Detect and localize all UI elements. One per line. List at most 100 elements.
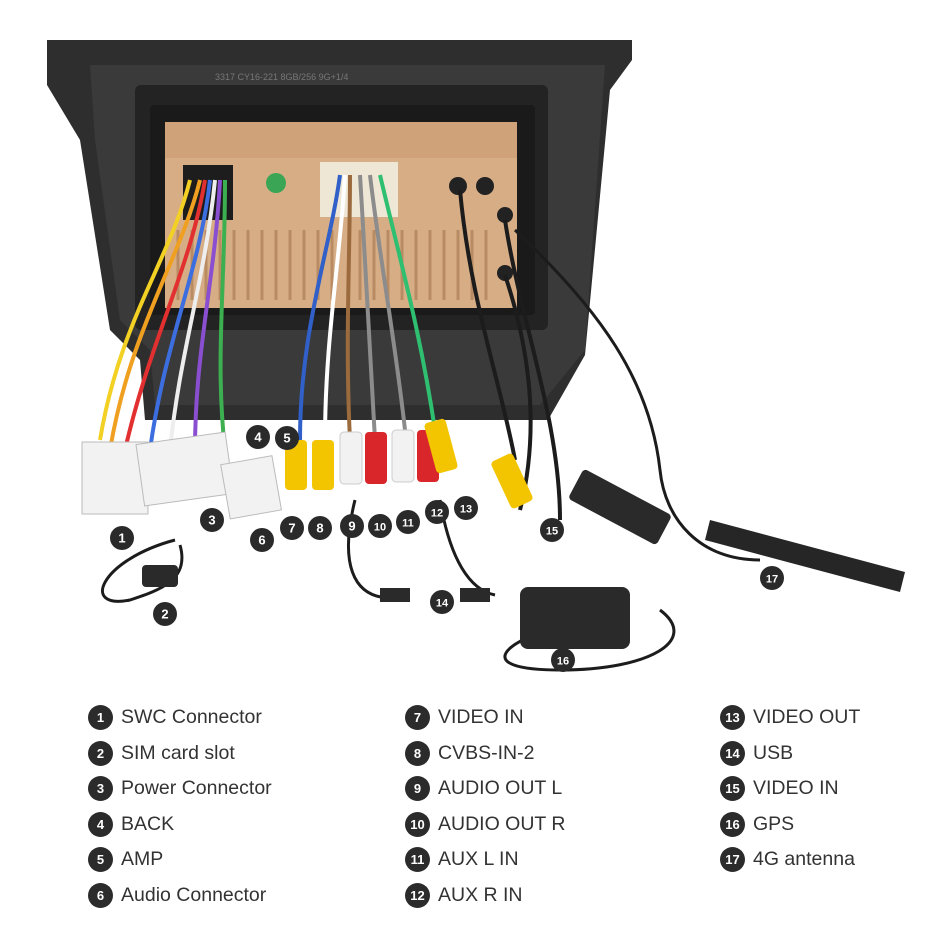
legend-label: USB: [753, 741, 794, 764]
legend-number-badge: 3: [88, 776, 113, 802]
marker-circle: [430, 590, 454, 614]
marker-number: 4: [254, 430, 262, 445]
marker-14: 14: [430, 590, 454, 614]
legend-label: Power Connector: [121, 777, 272, 800]
legend-column-1: 1 SWC Connector 2 SIM card slot 3 Power Conne…: [88, 700, 272, 913]
marker-13: 13: [454, 496, 478, 520]
marker-5: 5: [275, 426, 299, 450]
marker-3: 3: [200, 508, 224, 532]
marker-number: 2: [161, 607, 168, 622]
legend-number-badge: 12: [405, 882, 430, 908]
marker-4: 4: [246, 425, 270, 449]
marker-circle: [368, 514, 392, 538]
legend-number-badge: 10: [405, 811, 430, 837]
usb-plug-left: [380, 588, 410, 602]
marker-circle: [540, 518, 564, 542]
legend-item: 1 SWC Connector: [88, 700, 272, 736]
legend-number-badge: 14: [720, 740, 745, 766]
legend-label: AUX R IN: [438, 883, 523, 906]
legend-item: 13 VIDEO OUT: [720, 700, 860, 736]
marker-number: 9: [348, 519, 355, 534]
marker-number: 16: [557, 656, 569, 668]
legend-item: 2 SIM card slot: [88, 736, 272, 772]
legend-label: 4G antenna: [753, 848, 855, 871]
marker-1: 1: [110, 526, 134, 550]
legend-item: 6 Audio Connector: [88, 878, 272, 914]
marker-number: 3: [208, 513, 215, 528]
marker-number: 17: [766, 574, 778, 586]
marker-circle: [454, 496, 478, 520]
marker-number: 1: [118, 531, 125, 546]
legend-number-badge: 5: [88, 847, 113, 873]
marker-circle: [250, 528, 274, 552]
legend-label: Audio Connector: [121, 883, 267, 906]
legend-item: 11 AUX L IN: [405, 842, 565, 878]
gps-antenna: [503, 587, 676, 672]
legend-number-badge: 7: [405, 705, 430, 731]
marker-number: 6: [258, 533, 265, 548]
legend-label: VIDEO IN: [438, 706, 524, 729]
marker-circle: [280, 516, 304, 540]
marker-circle: [340, 514, 364, 538]
marker-circle: [425, 500, 449, 524]
usb-plug-right: [460, 588, 490, 602]
marker-circle: [246, 425, 270, 449]
legend-number-badge: 16: [720, 811, 745, 837]
marker-number: 7: [288, 521, 295, 536]
marker-number: 12: [431, 508, 443, 520]
legend-number-badge: 13: [720, 705, 745, 731]
legend-number-badge: 11: [405, 847, 430, 873]
marker-10: 10: [368, 514, 392, 538]
marker-2: 2: [153, 602, 177, 626]
marker-number: 8: [316, 521, 323, 536]
marker-circle: [275, 426, 299, 450]
rca-plugs: [285, 418, 533, 509]
legend: 1 SWC Connector 2 SIM card slot 3 Power Conne…: [0, 700, 950, 940]
marker-number: 15: [546, 526, 558, 538]
legend-label: VIDEO IN: [753, 777, 839, 800]
legend-label: GPS: [753, 812, 795, 835]
marker-circle: [110, 526, 134, 550]
legend-label: SWC Connector: [121, 706, 262, 729]
marker-number: 5: [283, 431, 290, 446]
marker-number: 14: [436, 598, 449, 610]
lte-antenna: [569, 469, 905, 592]
legend-label: AUDIO OUT R: [438, 812, 566, 835]
legend-number-badge: 1: [88, 705, 113, 731]
legend-number-badge: 8: [405, 740, 430, 766]
wiring-harness: [98, 174, 761, 562]
marker-circle: [396, 510, 420, 534]
legend-label: BACK: [121, 812, 175, 835]
marker-7: 7: [280, 516, 304, 540]
marker-number: 10: [374, 522, 386, 534]
marker-circle: [551, 648, 575, 672]
legend-item: 12 AUX R IN: [405, 878, 565, 914]
marker-12: 12: [425, 500, 449, 524]
marker-15: 15: [540, 518, 564, 542]
legend-label: AUX L IN: [438, 848, 519, 871]
legend-item: 10 AUDIO OUT R: [405, 807, 565, 843]
marker-11: 11: [396, 510, 420, 534]
frame-top-label: 3317 CY16-221 8GB/256 9G+1/4: [215, 72, 348, 82]
legend-item: 5 AMP: [88, 842, 272, 878]
legend-item: 16 GPS: [720, 807, 860, 843]
product-photo: 3317 CY16-221 8GB/256 9G+1/4: [47, 40, 905, 672]
legend-label: VIDEO OUT: [753, 706, 861, 729]
legend-item: 7 VIDEO IN: [405, 700, 565, 736]
legend-item: 14 USB: [720, 736, 860, 772]
marker-16: 16: [551, 648, 575, 672]
sim-module: [142, 565, 178, 587]
legend-item: 3 Power Connector: [88, 771, 272, 807]
marker-17: 17: [760, 566, 784, 590]
legend-label: SIM card slot: [121, 741, 235, 764]
marker-circle: [308, 516, 332, 540]
marker-8: 8: [308, 516, 332, 540]
legend-label: AMP: [121, 848, 164, 871]
legend-number-badge: 6: [88, 882, 113, 908]
legend-number-badge: 2: [88, 740, 113, 766]
